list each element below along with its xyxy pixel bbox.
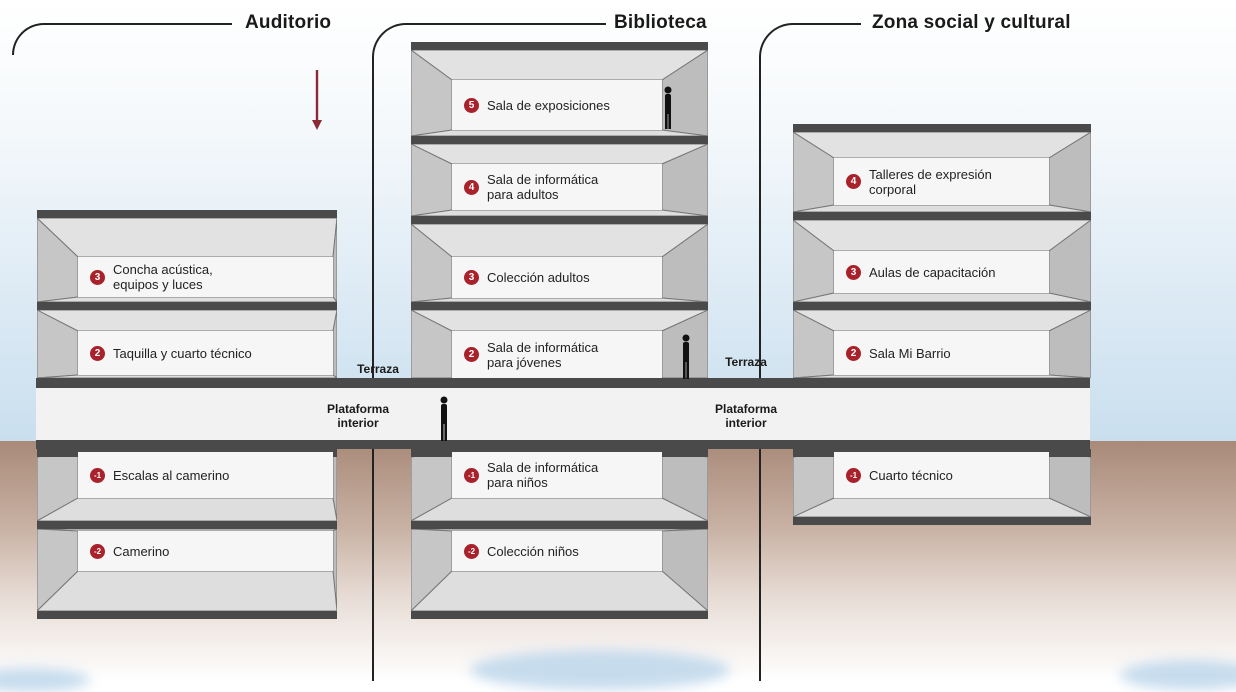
cloud-decoration <box>0 668 90 692</box>
auditorio-room-label: 3 Concha acústica,equipos y luces <box>78 257 333 297</box>
auditorio-room-label: -2 Camerino <box>78 531 333 571</box>
biblioteca-floor-slab <box>411 136 708 144</box>
auditorio-room-label: 2 Taquilla y cuarto técnico <box>78 331 333 375</box>
floor-number-badge: -2 <box>90 543 105 559</box>
room-name: Aulas de capacitación <box>869 264 996 280</box>
biblioteca-room-perspective <box>411 457 708 521</box>
zona-floor-slab <box>793 302 1091 310</box>
biblioteca-room-label: 5 Sala de exposiciones <box>452 80 662 130</box>
biblioteca-room-perspective <box>411 50 708 136</box>
auditorio-room-perspective <box>37 529 337 611</box>
room-name: Colección adultos <box>487 270 590 285</box>
biblioteca-floor-slab <box>411 216 708 224</box>
biblioteca-room-perspective <box>411 224 708 302</box>
zona-bottom-slab <box>793 517 1091 525</box>
main-platform-base-slab <box>36 440 1090 449</box>
zona-room-label: 3 Aulas de capacitación <box>834 251 1049 293</box>
biblioteca-bracket-line <box>406 23 606 25</box>
biblioteca-divider-left-lower <box>372 447 374 681</box>
auditorio-floor-slab <box>37 521 337 529</box>
floor-number-badge: 4 <box>464 179 479 195</box>
auditorio-room-perspective <box>37 310 337 378</box>
room-name: Taquilla y cuarto técnico <box>113 345 252 361</box>
floor-number-badge: -1 <box>90 467 105 483</box>
room-name: Colección niños <box>487 543 579 559</box>
floor-number-badge: 3 <box>464 270 479 285</box>
terraza-label-left: Terraza <box>357 362 399 376</box>
biblioteca-divider-left <box>372 56 374 383</box>
room-name: Sala Mi Barrio <box>869 345 951 361</box>
biblioteca-divider-right <box>759 447 761 681</box>
floor-number-badge: 3 <box>90 269 105 285</box>
auditorio-room-perspective <box>37 218 337 302</box>
cloud-decoration <box>1120 660 1236 690</box>
biblioteca-floor-slab <box>411 42 708 50</box>
room-name: Concha acústica,equipos y luces <box>113 262 213 292</box>
zona-room-label: 2 Sala Mi Barrio <box>834 331 1049 375</box>
zona-bracket-line <box>793 23 861 25</box>
floor-number-badge: 2 <box>846 345 861 361</box>
zona-room-perspective <box>793 310 1091 378</box>
biblioteca-bottom-slab <box>411 611 708 619</box>
floor-number-badge: 4 <box>846 174 861 189</box>
room-name: Cuarto técnico <box>869 467 953 483</box>
person-icon <box>664 86 672 129</box>
zona-room-perspective <box>793 220 1091 302</box>
down-arrow-icon <box>312 70 322 130</box>
floor-number-badge: -1 <box>464 467 479 483</box>
floor-number-badge: 5 <box>464 97 479 113</box>
main-platform-band <box>36 388 1090 440</box>
zona-room-perspective <box>793 132 1091 212</box>
room-name: Sala de exposiciones <box>487 97 610 113</box>
auditorio-bottom-slab <box>37 611 337 619</box>
floor-number-badge: -1 <box>846 467 861 483</box>
person-icon <box>440 396 448 441</box>
section-title-auditorio: Auditorio <box>245 12 332 33</box>
biblioteca-floor-slab <box>411 521 708 529</box>
biblioteca-room-perspective <box>411 529 708 611</box>
zona-floor-slab <box>793 124 1091 132</box>
floor-number-badge: 2 <box>464 347 479 362</box>
biblioteca-floor-slab <box>411 302 708 310</box>
auditorio-room-perspective <box>37 457 337 521</box>
cloud-decoration <box>470 650 730 690</box>
terraza-label-right: Terraza <box>725 355 767 369</box>
biblioteca-room-perspective <box>411 310 708 378</box>
biblioteca-room-label: -2 Colección niños <box>452 531 662 571</box>
floor-number-badge: 3 <box>846 264 861 280</box>
room-name: Escalas al camerino <box>113 467 230 483</box>
zona-floor-slab <box>793 212 1091 220</box>
section-title-zona: Zona social y cultural <box>872 12 1071 33</box>
room-name: Camerino <box>113 543 170 559</box>
main-platform-slab <box>36 378 1090 388</box>
floor-number-badge: -2 <box>464 543 479 559</box>
biblioteca-room-perspective <box>411 144 708 216</box>
zona-divider <box>759 56 761 383</box>
section-title-biblioteca: Biblioteca <box>614 12 707 33</box>
floor-number-badge: 2 <box>90 345 105 361</box>
auditorio-bracket-line <box>46 23 232 25</box>
auditorio-floor-slab <box>37 210 337 218</box>
person-icon <box>682 334 690 379</box>
auditorio-floor-slab <box>37 302 337 310</box>
biblioteca-room-label: 3 Colección adultos <box>452 257 662 298</box>
auditorio-room-label: -1 Escalas al camerino <box>78 452 333 498</box>
zona-room-label: -1 Cuarto técnico <box>834 452 1049 498</box>
zona-room-perspective <box>793 457 1091 517</box>
